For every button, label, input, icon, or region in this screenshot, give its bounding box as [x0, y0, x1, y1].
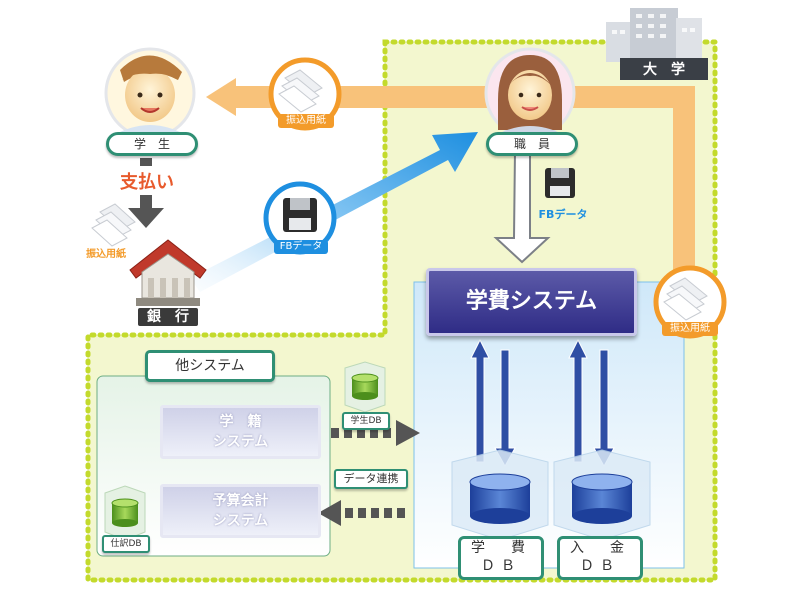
tuition-db-label: 学 費 ＤＢ: [458, 536, 544, 580]
transfer-form-label-left: 振込用紙: [86, 249, 126, 260]
tuition-db-icon: [451, 449, 549, 541]
tuition-db-line1: 学 費: [471, 540, 531, 556]
registry-system-line1: 学 籍: [219, 414, 262, 430]
budget-link-arrow: [318, 500, 405, 526]
tuition-system-title: 学費システム: [465, 289, 598, 314]
student-db-label: 学生DB: [342, 412, 390, 430]
transfer-form-label-right: 振込用紙: [662, 322, 718, 336]
student-label: 学 生: [106, 132, 198, 156]
staff-to-system-arrow: [493, 149, 551, 264]
tuition-db-line2: ＤＢ: [481, 558, 521, 574]
budget-system-line2: システム: [212, 513, 269, 529]
deposit-db-label: 入 金 ＤＢ: [557, 536, 643, 580]
journal-db-label: 仕訳DB: [102, 535, 150, 553]
registry-system-line2: システム: [212, 434, 269, 450]
registry-system-box: 学 籍 システム: [160, 405, 321, 459]
transfer-form-icon-left: [91, 203, 136, 247]
deposit-db-line2: ＤＢ: [580, 558, 620, 574]
transfer-form-icon-right: [653, 265, 727, 339]
tuition-system-box: 学費システム: [426, 268, 637, 336]
deposit-db-line1: 入 金: [570, 540, 630, 556]
fb-data-label-bank-flow: FBデータ: [274, 240, 328, 254]
transfer-form-label-top: 振込用紙: [278, 114, 334, 128]
floppy-disk-icon-bank-flow: [263, 181, 337, 255]
payment-label: 支払い: [120, 172, 174, 193]
staff-label: 職 員: [486, 132, 578, 156]
fb-data-label-staff-flow: FBデータ: [538, 208, 588, 221]
system-db-arrows: [470, 338, 615, 468]
deposit-db-icon: [553, 449, 651, 541]
data-link-label: データ連携: [334, 469, 408, 489]
student-avatar: [104, 47, 196, 139]
floppy-disk-icon-staff-flow: [545, 168, 575, 198]
staff-avatar: [484, 47, 576, 139]
university-label: 大 学: [643, 62, 685, 78]
transfer-form-icon-top: [268, 57, 342, 131]
bank-icon: [129, 239, 207, 306]
other-systems-header: 他システム: [145, 350, 275, 382]
payment-arrow: [128, 158, 164, 228]
university-building-icon: [606, 8, 708, 80]
student-db-icon: [344, 361, 386, 413]
budget-system-box: 予算会計 システム: [160, 484, 321, 538]
journal-db-icon: [104, 485, 146, 541]
budget-system-line1: 予算会計: [212, 493, 269, 509]
student-db-link-arrow: [331, 420, 420, 446]
bank-label: 銀 行: [138, 308, 198, 326]
